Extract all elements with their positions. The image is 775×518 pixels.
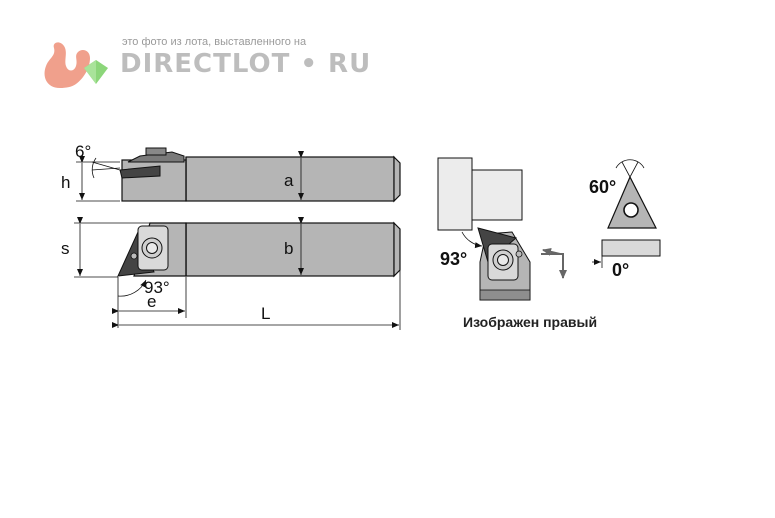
caption-right-hand: Изображен правый [463,314,598,330]
insert-angle-60-label: 60° [589,177,616,197]
insert-angle-0-label: 0° [612,260,629,280]
schematic-view: 93° [437,157,567,301]
b-label: b [284,239,293,258]
top-view: s b 93° e L [61,217,401,330]
watermark-tagline: это фото из лота, выставленного на [122,36,307,48]
s-label: s [61,239,70,258]
side-shank-end [393,155,401,203]
h-label: h [61,173,70,192]
insert-detail: 60° 0° [589,159,661,280]
schematic-head-base [479,289,531,301]
side-clamp [127,151,185,163]
schematic-angle-label: 93° [440,249,467,269]
a-label: a [284,171,294,190]
insert-hole [623,202,639,218]
angle-93-label: 93° [144,278,170,297]
e-label: e [147,292,156,311]
insert-side [601,239,661,257]
angle-6-label: 6° [75,142,91,161]
watermark-brand: DIRECTLOT • RU [120,49,372,79]
top-shank [185,222,395,277]
top-pin [130,252,138,260]
side-view: 6° h a [61,142,401,203]
schematic-shank [471,169,523,221]
side-insert [119,165,161,179]
top-shank-end [393,221,401,278]
feed-arrow [541,253,567,279]
watermark-logo [40,38,114,99]
squirrel-gem-icon [44,42,108,88]
top-screw-inner [146,242,158,254]
schematic-block [437,157,473,231]
side-shank [185,156,395,202]
side-clamp-top [145,147,167,156]
L-label: L [261,304,270,323]
